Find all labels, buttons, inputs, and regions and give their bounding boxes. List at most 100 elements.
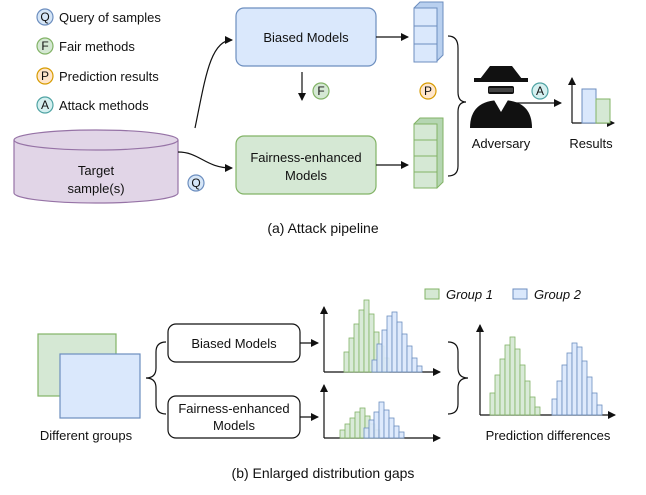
histogram-bar-group2 xyxy=(378,401,385,439)
attack-badge-icon xyxy=(531,82,549,100)
legend-label: Fair methods xyxy=(59,39,135,54)
histogram-bar-group1 xyxy=(514,348,521,416)
histogram-bar-group2 xyxy=(576,346,583,416)
histogram-bar-group1 xyxy=(363,299,370,373)
results-chart-icon xyxy=(568,77,615,127)
histogram-bar-group2 xyxy=(561,364,568,416)
histogram-bar-group1 xyxy=(358,309,365,373)
group2-label: Group 2 xyxy=(534,287,582,302)
legend-item-attack: A Attack methods xyxy=(36,96,149,114)
biased-models-label: Biased Models xyxy=(263,30,349,45)
arrow-target-to-biased xyxy=(194,36,233,129)
histogram-bar-group1 xyxy=(529,396,536,416)
biased-prediction-stack xyxy=(413,1,444,63)
legend-item-query: Q Query of samples xyxy=(36,8,161,26)
histogram-bar-group1 xyxy=(354,411,361,439)
histogram-bar-group1 xyxy=(499,358,506,416)
histogram-bar-group1 xyxy=(504,344,511,416)
biased-models-label-b: Biased Models xyxy=(191,336,277,351)
attack-badge-letter: A xyxy=(536,84,544,98)
histogram-bar-group2 xyxy=(571,342,578,416)
legend-badge-letter: Q xyxy=(40,10,49,24)
group1-swatch xyxy=(424,288,440,300)
histogram-bar-group2 xyxy=(363,427,370,439)
database-icon xyxy=(13,129,179,151)
caption-a: (a) Attack pipeline xyxy=(267,220,378,236)
histogram-bar-group2 xyxy=(416,365,423,373)
query-badge-letter: Q xyxy=(191,176,200,190)
histogram-bar-group2 xyxy=(371,359,378,373)
legend-label: Attack methods xyxy=(59,98,149,113)
prediction-badge-icon xyxy=(36,67,54,85)
fair-badge-icon xyxy=(36,37,54,55)
histogram-bar-group1 xyxy=(494,374,501,416)
histogram-bar-group1 xyxy=(509,336,516,416)
arrow-target-to-fair xyxy=(177,151,233,172)
merge-brace xyxy=(447,35,467,177)
histogram-bar-group2 xyxy=(591,392,598,416)
histogram-bar-group2 xyxy=(551,398,558,416)
histogram-bar-group1 xyxy=(339,429,346,439)
histogram-bar-group2 xyxy=(391,311,398,373)
legend-item-prediction: P Prediction results xyxy=(36,67,159,85)
histogram-bar-group1 xyxy=(524,380,531,416)
query-badge-icon xyxy=(187,174,205,192)
histogram-bar-group2 xyxy=(368,419,375,439)
histogram-bar-group2 xyxy=(406,345,413,373)
fair-models-label-2: Models xyxy=(285,168,327,183)
legend-item-fair: F Fair methods xyxy=(36,37,135,55)
fair-prediction-stack xyxy=(413,117,444,189)
histogram-bar-group2 xyxy=(401,333,408,373)
histogram-bar-group2 xyxy=(396,321,403,373)
histogram-bar-group2 xyxy=(566,352,573,416)
group1-label: Group 1 xyxy=(446,287,493,302)
histogram-bar-group1 xyxy=(344,423,351,439)
prediction-differences-histogram xyxy=(476,324,616,419)
histogram-bar-group2 xyxy=(581,360,588,416)
histogram-bar-group2 xyxy=(383,409,390,439)
attack-badge-icon xyxy=(36,96,54,114)
legend-badge-letter: P xyxy=(41,69,49,83)
histogram-bar-group1 xyxy=(343,351,350,373)
histogram-bar-group2 xyxy=(556,380,563,416)
fair-badge-letter: F xyxy=(317,84,324,98)
histogram-bar-group2 xyxy=(388,417,395,439)
histogram-bar-group1 xyxy=(489,392,496,416)
adversary-label: Adversary xyxy=(472,136,531,151)
histogram-bar-group2 xyxy=(373,411,380,439)
histogram-bar-group1 xyxy=(348,337,355,373)
histogram-bar-group1 xyxy=(353,323,360,373)
fair-models-label-b: Fairness-enhanced xyxy=(178,401,289,416)
prediction-differences-label: Prediction differences xyxy=(486,428,611,443)
histogram-bar-group2 xyxy=(398,431,405,439)
prediction-badge-letter: P xyxy=(424,84,432,98)
caption-b: (b) Enlarged distribution gaps xyxy=(232,465,415,481)
histogram-bar-group1 xyxy=(519,364,526,416)
histogram-bar-group2 xyxy=(411,357,418,373)
histogram-bar-group2 xyxy=(381,329,388,373)
fair-models-box xyxy=(235,135,377,195)
target-label-2: sample(s) xyxy=(67,181,124,196)
histogram-bar-group2 xyxy=(596,404,603,416)
prediction-badge-icon xyxy=(419,82,437,100)
fair-badge-icon xyxy=(312,82,330,100)
combine-brace xyxy=(447,341,469,415)
histogram-bar-group2 xyxy=(386,315,393,373)
fair-histogram xyxy=(320,384,441,442)
legend-label: Query of samples xyxy=(59,10,161,25)
legend-badge-letter: A xyxy=(41,98,49,112)
group2-swatch xyxy=(512,288,528,300)
legend-badge-letter: F xyxy=(41,39,48,53)
fair-models-label-b-2: Models xyxy=(213,418,255,433)
target-samples-database: Target sample(s) xyxy=(13,129,179,204)
results-label: Results xyxy=(569,136,613,151)
query-badge-icon xyxy=(36,8,54,26)
group2-square xyxy=(59,353,141,419)
adversary-icon xyxy=(470,66,532,128)
different-groups-label: Different groups xyxy=(40,428,133,443)
histogram-bar-group1 xyxy=(534,406,541,416)
split-brace xyxy=(145,341,167,415)
fair-models-label: Fairness-enhanced xyxy=(250,150,361,165)
target-label: Target xyxy=(78,163,115,178)
